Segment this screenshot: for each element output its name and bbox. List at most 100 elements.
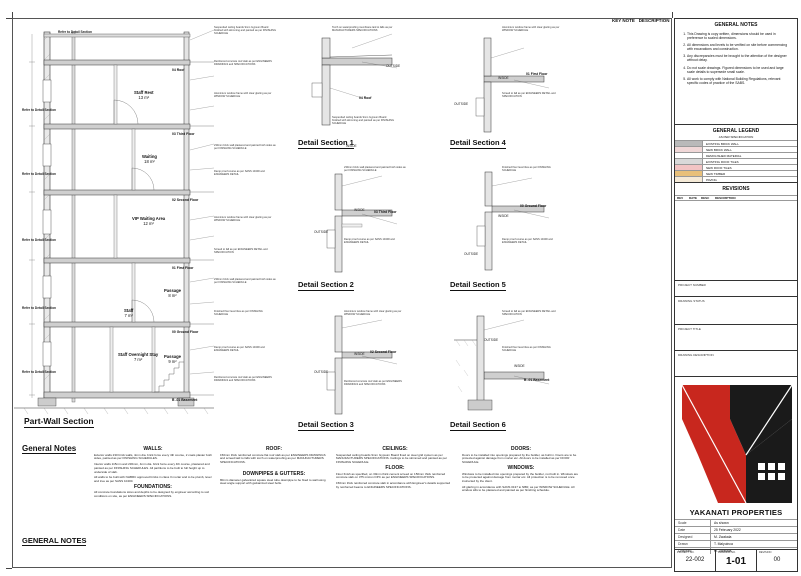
project-number-field: PROJECT NUMBER [675, 281, 797, 297]
revision-cell: REVISION 00 [759, 551, 781, 563]
annotation-text: Suspended ceiling boards 9mm Gypsum Boar… [214, 26, 276, 36]
legend-row: PAVING [675, 176, 797, 182]
detail-section-title: Detail Section 4 [450, 138, 506, 149]
legend-row: EXISTING ROOF TILES [675, 158, 797, 164]
outside-label: OUTSIDE [314, 230, 329, 234]
part-wall-section-title: Part-Wall Section [24, 416, 94, 428]
detail-section-title: Detail Section 6 [450, 420, 506, 431]
legend-row: NEW BRICK WALL [675, 146, 797, 152]
walls-notes: WALLS: Exterior walls 230 brick walls, 4… [94, 446, 212, 499]
level-label: 03 Third Floor [374, 210, 397, 214]
general-notes-footer-heading: GENERAL NOTES [22, 536, 87, 546]
general-notes-area: General Notes WALLS: Exterior walls 230 … [14, 440, 582, 528]
project-no-cell: PROJECT NO. 22-002 [675, 550, 716, 571]
annotation-text: Damp proof course as per SANS 10400 and … [214, 170, 265, 177]
brand-name: YAKANATI PROPERTIES [689, 508, 783, 517]
legend-swatch [675, 165, 703, 170]
annotation-text: Damp proof course as per SANS 10400 and … [502, 238, 553, 245]
title-block: GENERAL NOTES This Drawing is copy writt… [674, 18, 798, 572]
drawing-number-row: PROJECT NO. 22-002 DRAWING NO. 1-01 REVI… [675, 549, 797, 571]
outside-label: OUTSIDE [464, 252, 479, 256]
legend-row: EXISTING BRICK WALL [675, 140, 797, 146]
annotation-text: Finished floor level tiles as per FINISH… [502, 346, 551, 353]
annotation-text: Reinforced concrete roof slab as per ENG… [214, 60, 272, 67]
annotation-text: Screed to fall as per ENGINEERS DETAIL a… [502, 310, 556, 317]
part-wall-section-drawing [14, 29, 214, 415]
legend-swatch [675, 177, 703, 182]
outside-label: OUTSIDE [454, 102, 469, 106]
level-label: 01 First Floor [526, 72, 548, 76]
annotation-text: Aluminium window frame with clear glazin… [214, 216, 272, 223]
annotation-text: Reinforced concrete roof slab as per ENG… [344, 380, 402, 387]
revisions-header: REV DATE DESC DESCRIPTION [675, 195, 797, 201]
level-label: B -01 Basement [172, 398, 198, 402]
detail-section-1-drawing [311, 33, 398, 126]
detail-section-title: Detail Section 3 [298, 420, 354, 431]
project-title-field: PROJECT TITLE [675, 325, 797, 351]
refer-detail-label: Refer to Detail Section [22, 238, 57, 242]
level-label: 00 Ground Floor [520, 204, 547, 208]
legend-swatch [675, 159, 703, 164]
annotation-text: 230mm brick wall plastered and painted b… [344, 166, 406, 173]
annotation-text: Screed to fall as per ENGINEERS DETAIL a… [502, 92, 556, 99]
frame-tick [6, 18, 12, 19]
inside-label: INSIDE [346, 144, 357, 148]
ceilings-notes: CEILINGS: Suspended ceiling boards 9mm G… [336, 446, 451, 489]
detail-section-3-drawing [326, 315, 398, 415]
outside-label: OUTSIDE [484, 338, 499, 342]
annotation-text: Damp proof course as per SANS 10400 and … [214, 346, 265, 353]
annotation-text: Reinforced concrete roof slab as per ENG… [214, 376, 272, 383]
refer-detail-label: Refer to Detail Section [22, 370, 57, 374]
legend-swatch [675, 171, 703, 176]
annotation-text: Damp proof course as per SANS 10400 and … [344, 238, 395, 245]
inside-label: INSIDE [354, 352, 365, 356]
drawing-frame [12, 18, 672, 568]
annotation-text: 230mm brick wall plastered and painted b… [214, 144, 276, 151]
level-label: 03 Third Floor [172, 132, 195, 136]
legend-row: NEW TIMBER [675, 170, 797, 176]
detail-section-2-drawing [326, 173, 398, 273]
drawing-no-cell: DRAWING NO. 1-01 [716, 550, 757, 571]
drawing-area: Refer to Detail Section Refer to Detail … [14, 20, 582, 431]
general-notes-heading: General Notes [22, 444, 77, 454]
detail-section-6-drawing [454, 315, 550, 411]
outside-label: OUTSIDE [314, 370, 329, 374]
annotation-text: Aluminium window frame with clear glazin… [214, 92, 272, 99]
level-label: 02 Second Floor [172, 198, 199, 202]
frame-tick [6, 568, 12, 569]
legend-row: DEMOLISHED MATERIAL [675, 152, 797, 158]
roof-notes: ROOF: 150mm thick reinforced concrete fl… [220, 446, 326, 486]
general-legend: GENERAL LEGEND AS PER SPECIFICATION EXIS… [675, 125, 797, 183]
annotation-text: 230mm brick wall plastered and painted b… [214, 278, 276, 285]
inside-label: INSIDE [514, 364, 525, 368]
level-label: 04 Roof [359, 96, 372, 100]
level-label: 00 Ground Floor [172, 330, 199, 334]
inside-label: INSIDE [498, 76, 509, 80]
detail-section-title: Detail Section 2 [298, 280, 354, 291]
key-note-header: KEY NOTE DESCRIPTION [612, 18, 670, 23]
legend-swatch [675, 141, 703, 146]
legend-row: NEW ROOF TILES [675, 164, 797, 170]
annotation-text: Suspended ceiling boards 9mm Gypsum Boar… [332, 116, 394, 126]
annotation-text: Finished floor level tiles as per FINISH… [214, 310, 263, 317]
level-label: 01 First Floor [172, 266, 194, 270]
annotation-text: Aluminium window frame with clear glazin… [344, 310, 402, 317]
inside-label: INSIDE [354, 208, 365, 212]
detail-section-title: Detail Section 1 [298, 138, 354, 149]
refer-detail-label: Refer to Detail Section [58, 30, 93, 34]
detail-section-4-drawing [475, 37, 550, 133]
annotation-text: Screed to fall as per ENGINEERS DETAIL a… [214, 248, 268, 255]
